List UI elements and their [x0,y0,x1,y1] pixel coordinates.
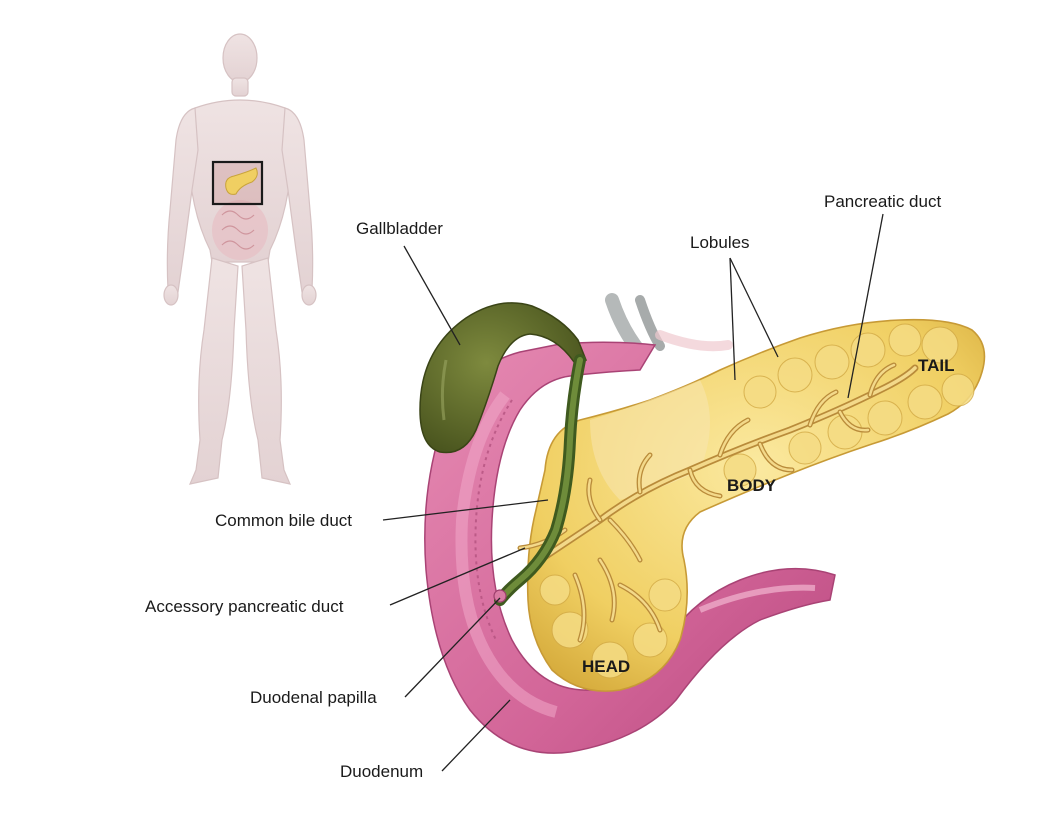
human-pancreas-highlight [213,162,262,204]
pancreas [528,320,985,691]
label-gallbladder: Gallbladder [356,219,443,238]
region-head: HEAD [582,657,630,676]
human-intestines [212,200,268,260]
label-accessory-pancreatic-duct: Accessory pancreatic duct [145,597,344,616]
duodenal-papilla [494,590,506,602]
label-pancreatic-duct: Pancreatic duct [824,192,941,211]
label-common-bile-duct: Common bile duct [215,511,352,530]
label-duodenal-papilla: Duodenal papilla [250,688,377,707]
region-body: BODY [727,476,777,495]
label-duodenum: Duodenum [340,762,423,781]
region-tail: TAIL [918,356,955,375]
label-lobules: Lobules [690,233,750,252]
